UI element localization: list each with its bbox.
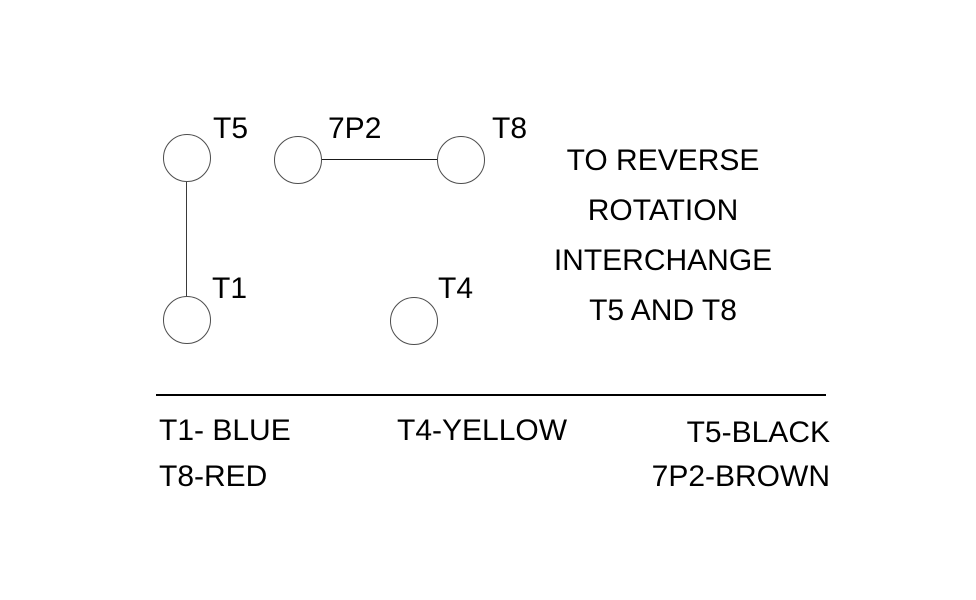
terminal-label-t1: T1 bbox=[212, 272, 248, 305]
reverse-rotation-note: TO REVERSE ROTATION INTERCHANGE T5 AND T… bbox=[498, 136, 828, 336]
terminal-label-t5: T5 bbox=[213, 112, 249, 145]
terminal-label-7p2: 7P2 bbox=[328, 112, 382, 145]
legend-entry-t8-red: T8-RED bbox=[159, 460, 268, 493]
wire-7p2-t8 bbox=[322, 159, 438, 160]
legend-entry-t1-blue: T1- BLUE bbox=[159, 414, 291, 447]
legend-entry-t4-yellow: T4-YELLOW bbox=[397, 414, 568, 447]
terminal-circle-t4 bbox=[390, 297, 438, 345]
terminal-circle-t1 bbox=[163, 296, 211, 344]
note-line-1: TO REVERSE bbox=[566, 144, 760, 177]
wire-t5-t1 bbox=[186, 182, 187, 297]
terminal-circle-t8 bbox=[437, 136, 485, 184]
terminal-circle-t5 bbox=[163, 134, 211, 182]
note-line-4: T5 AND T8 bbox=[589, 294, 737, 327]
note-line-3: INTERCHANGE bbox=[553, 244, 773, 277]
legend-entry-7p2-brown: 7P2-BROWN bbox=[651, 460, 830, 493]
legend-divider bbox=[156, 394, 826, 396]
note-line-2: ROTATION bbox=[587, 194, 739, 227]
legend-entry-t5-black: T5-BLACK bbox=[686, 416, 830, 449]
terminal-label-t8: T8 bbox=[492, 112, 528, 145]
terminal-label-t4: T4 bbox=[438, 272, 474, 305]
terminal-circle-7p2 bbox=[274, 136, 322, 184]
